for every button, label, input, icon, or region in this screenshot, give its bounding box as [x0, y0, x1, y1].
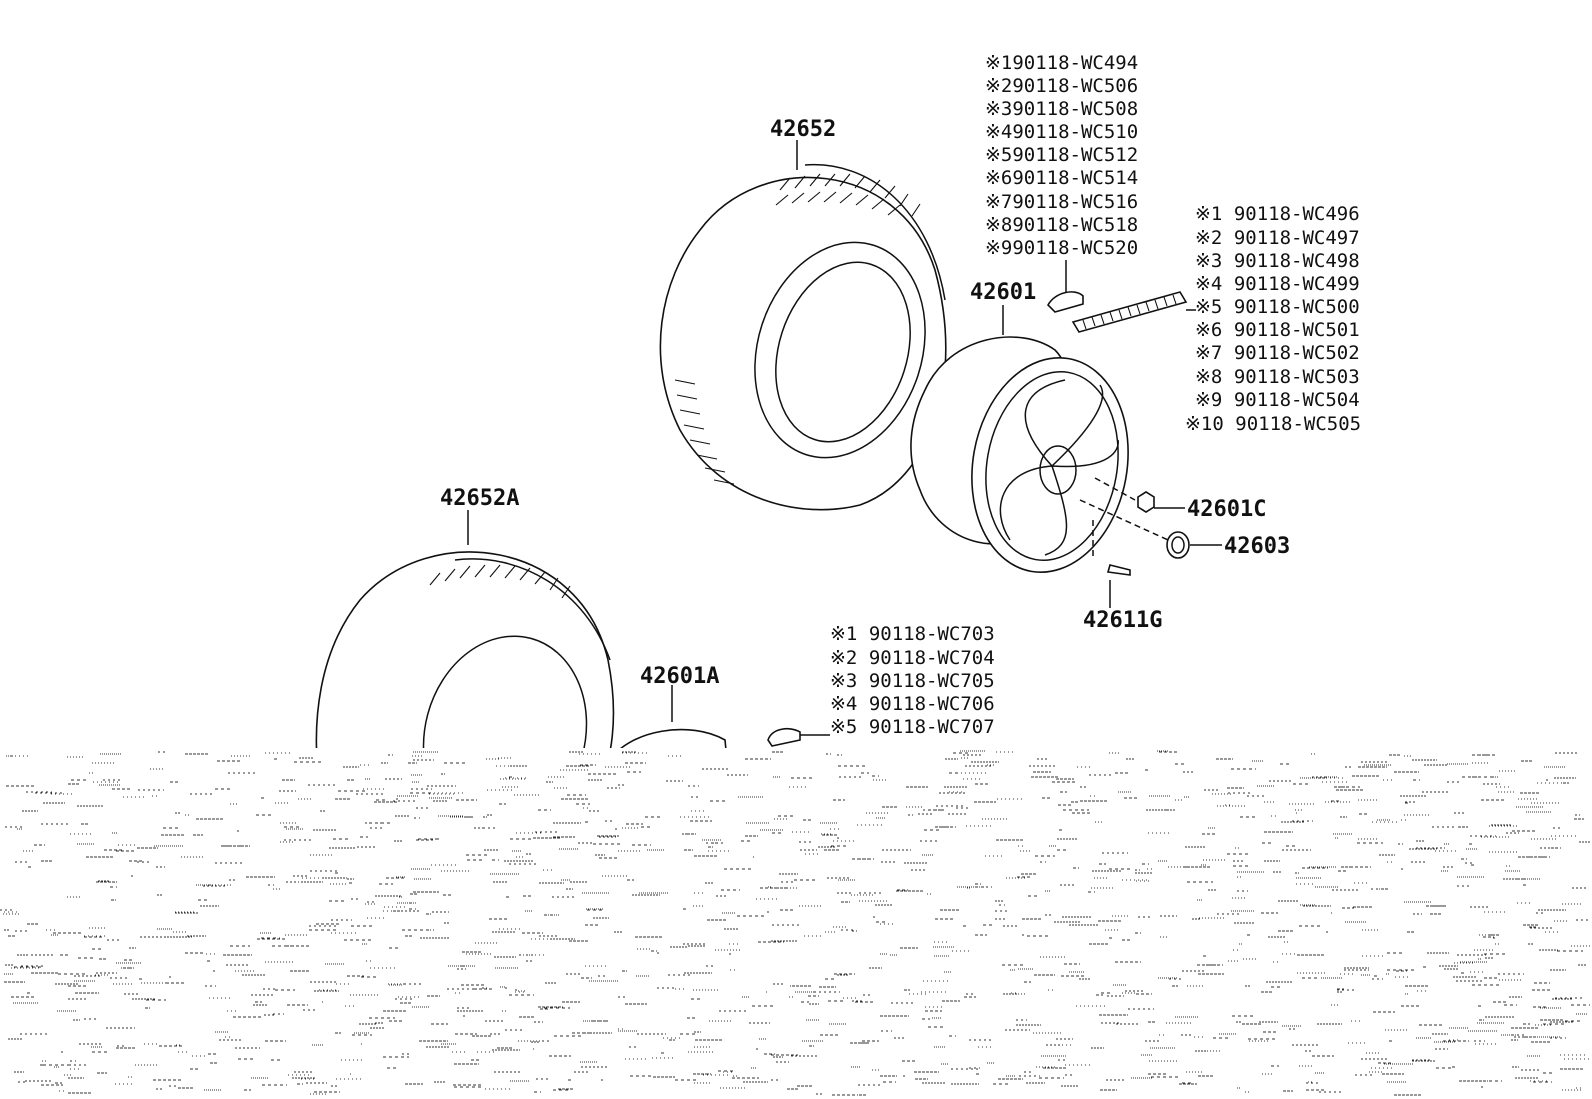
list-item: ※6 90118-WC501	[1195, 319, 1360, 341]
list-item: ※2 90118-WC704	[830, 647, 995, 669]
list-item: ※4 90118-WC706	[830, 693, 995, 715]
list-item: ※790118-WC516	[985, 191, 1138, 213]
ornament-drawing	[1079, 499, 1222, 559]
list-item: ※890118-WC518	[985, 214, 1138, 236]
weight-list: ※1 90118-WC496 ※2 90118-WC497 ※3 90118-W…	[1185, 203, 1361, 435]
tire-lower-drawing	[315, 551, 615, 835]
tire-upper-drawing	[659, 163, 947, 511]
list-item: ※990118-WC520	[985, 237, 1138, 259]
nut-drawing	[1094, 477, 1185, 513]
list-item: ※4 90118-WC499	[1195, 273, 1360, 295]
list-item: ※5 90118-WC500	[1195, 296, 1360, 318]
redacted-noise-region	[0, 748, 1592, 1099]
label-42601A: 42601A	[640, 664, 719, 689]
sensor-list-upper: ※190118-WC494 ※290118-WC506 ※390118-WC50…	[985, 52, 1138, 259]
wheel-upper-drawing	[910, 336, 1129, 573]
list-item: ※290118-WC506	[985, 75, 1138, 97]
label-42611G: 42611G	[1083, 608, 1162, 633]
sensor-list-lower: ※1 90118-WC703 ※2 90118-WC704 ※3 90118-W…	[830, 623, 995, 738]
list-item: ※490118-WC510	[985, 121, 1138, 143]
list-item: ※690118-WC514	[985, 167, 1138, 189]
list-item: ※1 90118-WC703	[830, 623, 995, 645]
sensor-upper-drawing	[1047, 260, 1084, 313]
list-item: ※3 90118-WC705	[830, 670, 995, 692]
list-item: ※8 90118-WC503	[1195, 366, 1360, 388]
list-item: ※3 90118-WC498	[1195, 250, 1360, 272]
list-item: ※1 90118-WC496	[1195, 203, 1360, 225]
list-item: ※7 90118-WC502	[1195, 342, 1360, 364]
list-item: ※10 90118-WC505	[1185, 413, 1361, 435]
list-item: ※590118-WC512	[985, 144, 1138, 166]
list-item: ※9 90118-WC504	[1195, 389, 1360, 411]
label-42603: 42603	[1224, 534, 1290, 559]
list-item: ※2 90118-WC497	[1195, 227, 1360, 249]
weight-strip-drawing	[1071, 291, 1196, 333]
list-item: ※5 90118-WC707	[830, 716, 995, 738]
list-item: ※390118-WC508	[985, 98, 1138, 120]
noise-marks	[0, 750, 1590, 1096]
label-42601C: 42601C	[1187, 497, 1266, 522]
label-42601: 42601	[970, 280, 1036, 305]
label-42652: 42652	[770, 117, 836, 142]
valve-drawing	[1092, 520, 1131, 608]
sensor-lower-drawing	[767, 727, 830, 747]
label-42652A: 42652A	[440, 486, 519, 511]
list-item: ※190118-WC494	[985, 52, 1138, 74]
